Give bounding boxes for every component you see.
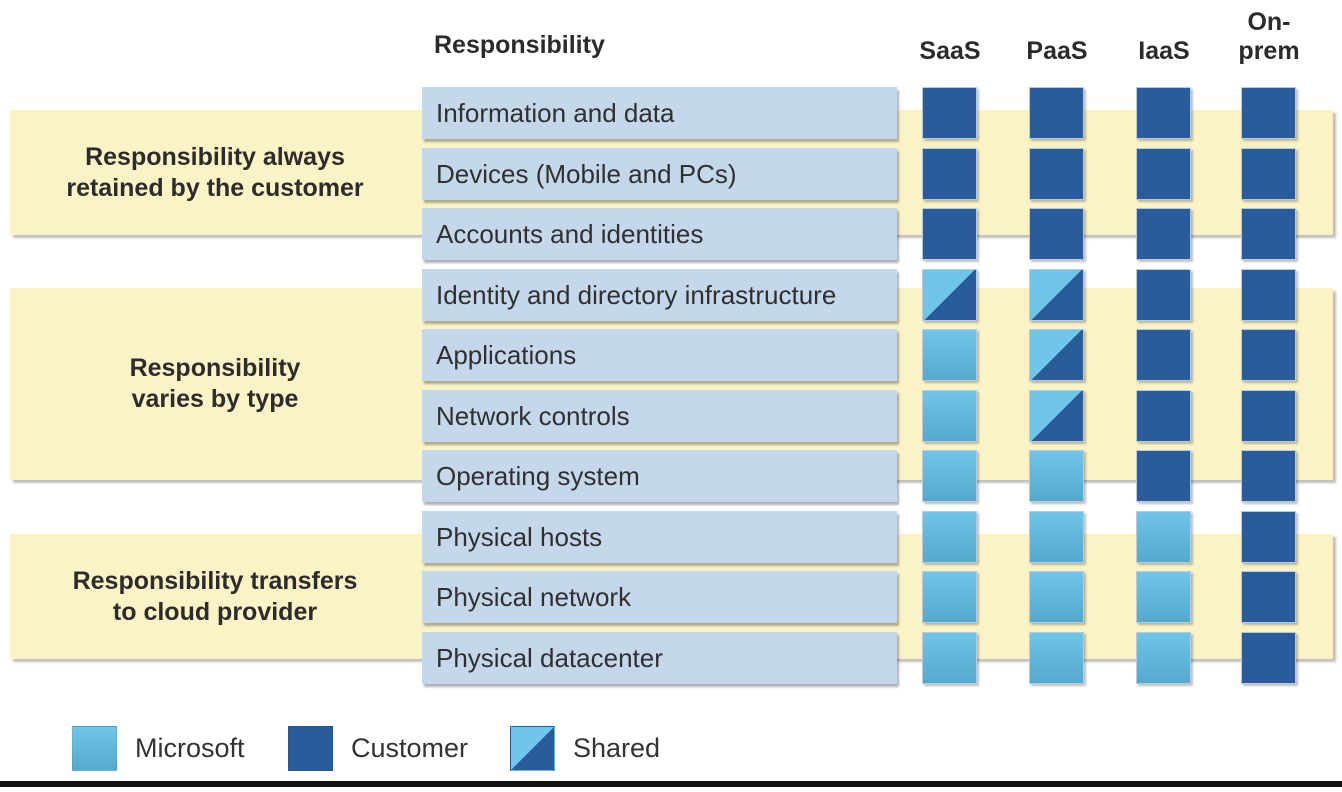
matrix-cell xyxy=(1029,148,1084,200)
bottom-divider xyxy=(0,781,1342,787)
matrix-cell xyxy=(1136,450,1191,502)
matrix-cell xyxy=(1241,329,1296,381)
matrix-cell xyxy=(922,511,977,563)
row-label: Physical hosts xyxy=(422,511,897,563)
column-header-label: IaaS xyxy=(1138,37,1190,65)
column-header-onprem: On-prem xyxy=(1221,0,1317,66)
row-label: Information and data xyxy=(422,87,897,139)
matrix-cell xyxy=(1029,390,1084,442)
matrix-cell xyxy=(1241,390,1296,442)
row-label: Physical datacenter xyxy=(422,632,897,684)
matrix-cell xyxy=(1241,511,1296,563)
row-label: Operating system xyxy=(422,450,897,502)
row-label: Accounts and identities xyxy=(422,208,897,260)
column-header-label: PaaS xyxy=(1026,37,1088,65)
matrix-cell xyxy=(922,329,977,381)
row-label: Identity and directory infrastructure xyxy=(422,269,897,321)
matrix-cell xyxy=(1029,511,1084,563)
matrix-cell xyxy=(1136,269,1191,321)
matrix-cell xyxy=(1136,390,1191,442)
matrix-cell xyxy=(922,208,977,260)
matrix-cell xyxy=(1029,208,1084,260)
matrix-cell xyxy=(1029,269,1084,321)
matrix-cell xyxy=(1241,632,1296,684)
column-header-saas: SaaS xyxy=(902,0,998,66)
row-label: Network controls xyxy=(422,390,897,442)
legend-swatch-shared xyxy=(510,726,555,771)
legend-label-microsoft: Microsoft xyxy=(135,733,245,763)
matrix-cell xyxy=(922,269,977,321)
matrix-cell xyxy=(922,632,977,684)
matrix-cell xyxy=(1029,329,1084,381)
responsibility-group-label: Responsibility transfers to cloud provid… xyxy=(72,566,358,626)
matrix-cell xyxy=(1241,148,1296,200)
matrix-cell xyxy=(1029,632,1084,684)
column-header-label: SaaS xyxy=(919,37,981,65)
matrix-cell xyxy=(1136,632,1191,684)
matrix-cell xyxy=(1241,571,1296,623)
matrix-cell xyxy=(1241,87,1296,139)
legend-label-shared: Shared xyxy=(573,733,661,763)
matrix-cell xyxy=(922,148,977,200)
responsibility-group-label: Responsibility always retained by the cu… xyxy=(66,142,364,202)
legend-swatch-customer xyxy=(288,726,333,771)
matrix-cell xyxy=(922,390,977,442)
matrix-cell xyxy=(1136,571,1191,623)
matrix-cell xyxy=(922,450,977,502)
matrix-cell xyxy=(1136,208,1191,260)
responsibility-column-title: Responsibility xyxy=(434,31,605,59)
matrix-cell xyxy=(1136,329,1191,381)
legend-label-customer: Customer xyxy=(351,733,469,763)
column-header-label: On-prem xyxy=(1238,8,1300,65)
matrix-cell xyxy=(1241,450,1296,502)
matrix-cell xyxy=(1136,87,1191,139)
matrix-cell xyxy=(1136,511,1191,563)
responsibility-group-label: Responsibility varies by type xyxy=(129,354,301,413)
matrix-cell xyxy=(922,87,977,139)
row-label: Devices (Mobile and PCs) xyxy=(422,148,897,200)
matrix-cell xyxy=(922,571,977,623)
row-label: Physical network xyxy=(422,571,897,623)
matrix-cell xyxy=(1029,87,1084,139)
column-header-iaas: IaaS xyxy=(1116,0,1212,66)
column-header-paas: PaaS xyxy=(1009,0,1105,66)
matrix-cell xyxy=(1241,269,1296,321)
matrix-cell xyxy=(1029,571,1084,623)
row-label: Applications xyxy=(422,329,897,381)
matrix-cell xyxy=(1241,208,1296,260)
matrix-cell xyxy=(1136,148,1191,200)
matrix-cell xyxy=(1029,450,1084,502)
legend-swatch-microsoft xyxy=(72,726,117,771)
